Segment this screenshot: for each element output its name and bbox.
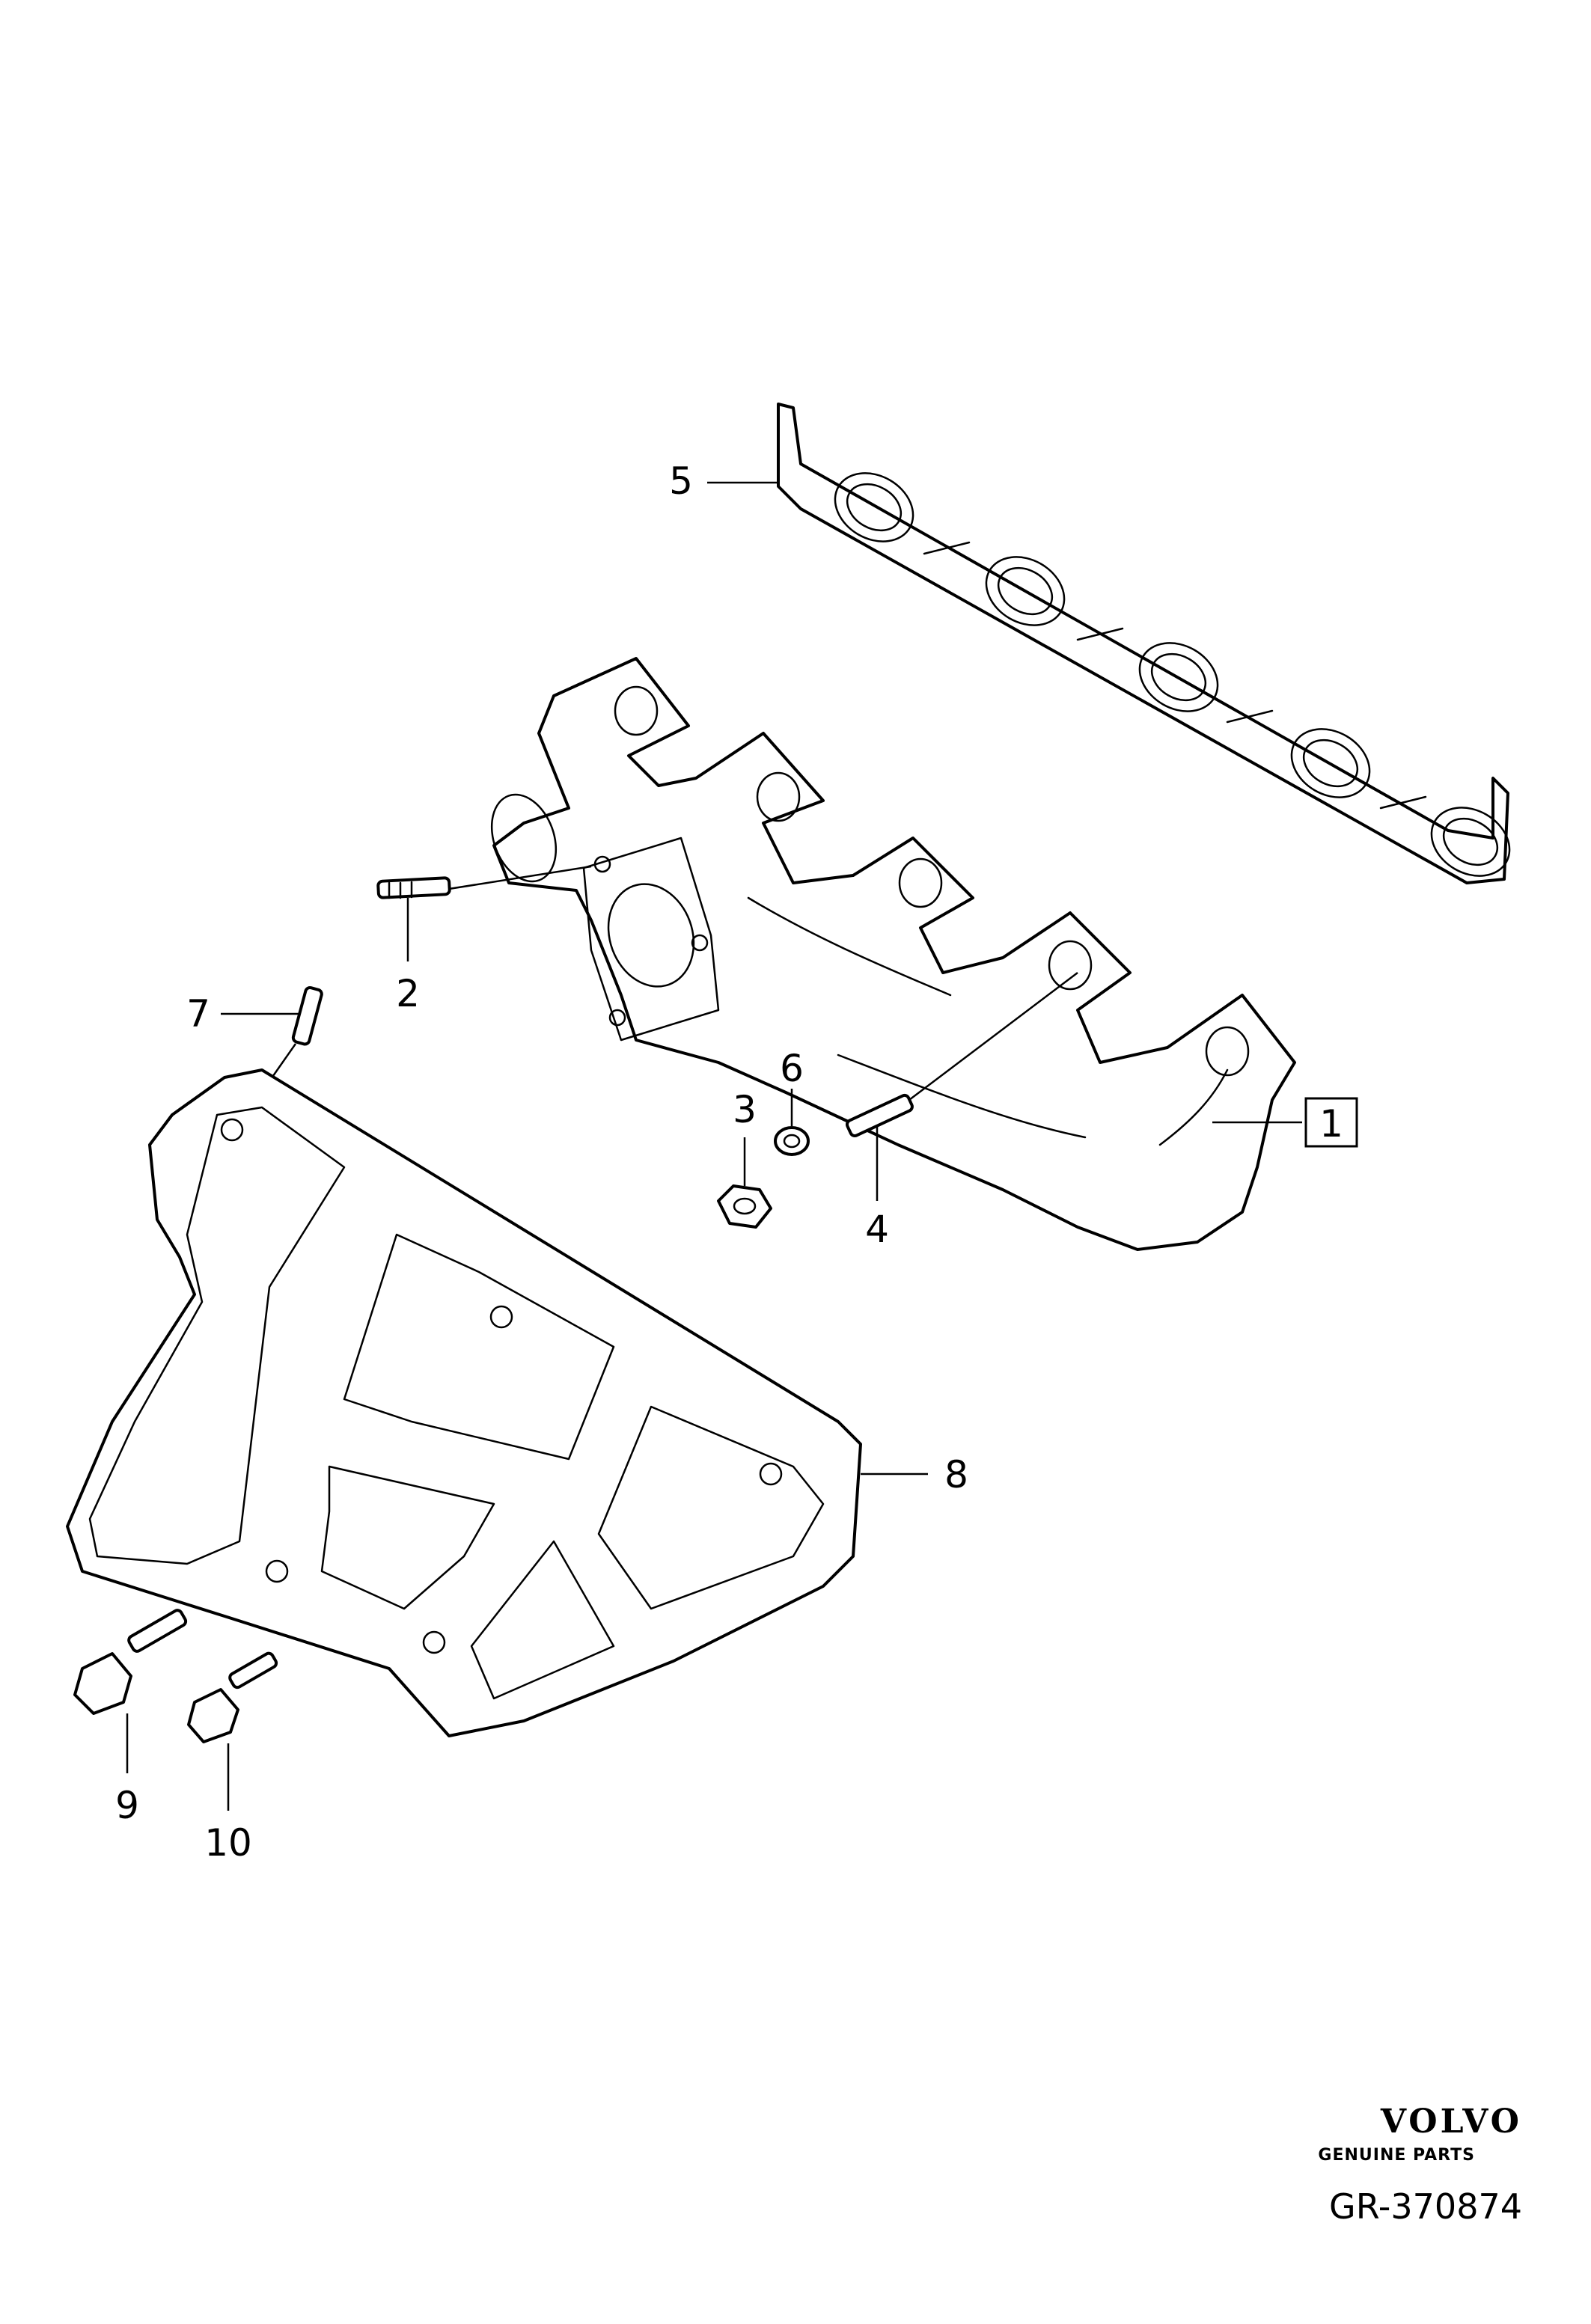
callout-2: 2 xyxy=(396,972,420,1015)
callout-3: 3 xyxy=(733,1088,757,1131)
bolt-10 xyxy=(187,1651,278,1811)
brand-logo: VOLVO xyxy=(1380,2103,1522,2141)
callout-5: 5 xyxy=(669,459,693,503)
callout-6: 6 xyxy=(780,1047,804,1090)
callout-8: 8 xyxy=(944,1453,968,1496)
callout-1-box xyxy=(1304,1097,1358,1148)
washer-6 xyxy=(774,1089,810,1156)
brand-tagline: GENUINE PARTS xyxy=(1318,2146,1475,2165)
stud-2 xyxy=(376,865,592,961)
diagram-reference: GR-370874 xyxy=(1329,2186,1522,2227)
callout-4: 4 xyxy=(865,1208,889,1251)
heat-shield xyxy=(66,1068,928,1737)
callout-9: 9 xyxy=(115,1784,139,1827)
callout-1: 1 xyxy=(1319,1102,1343,1146)
exhaust-manifold xyxy=(490,657,1296,1251)
bolt-9 xyxy=(73,1609,188,1773)
nut-3 xyxy=(717,1137,772,1229)
stud-4 xyxy=(845,972,1078,1201)
gasket-strip xyxy=(777,403,1511,884)
callout-7: 7 xyxy=(186,992,210,1036)
stud-7 xyxy=(221,986,323,1082)
callout-10: 10 xyxy=(204,1821,252,1865)
